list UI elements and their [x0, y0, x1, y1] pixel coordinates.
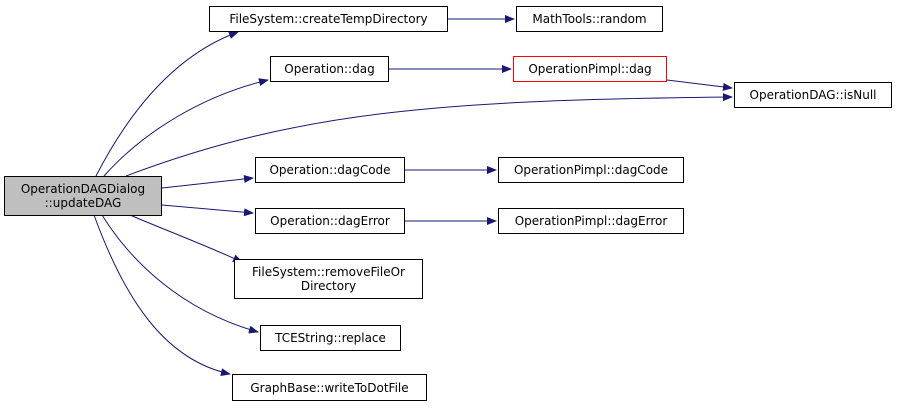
node-mathtools-random[interactable]: MathTools::random: [516, 6, 663, 32]
node-operationpimpl-dag[interactable]: OperationPimpl::dag: [513, 56, 667, 82]
node-operation-dag[interactable]: Operation::dag: [270, 56, 389, 82]
node-createTempDirectory[interactable]: FileSystem::createTempDirectory: [209, 6, 448, 32]
edge-root-to-operation-dag: [103, 78, 269, 177]
edge-root-to-replace: [101, 214, 259, 334]
node-operationpimpl-dagcode[interactable]: OperationPimpl::dagCode: [498, 157, 684, 183]
node-filesystem-removefileordirectory[interactable]: FileSystem::removeFileOr Directory: [234, 259, 423, 299]
edge-root-to-operation-dagError: [161, 204, 254, 217]
node-operation-dagcode[interactable]: Operation::dagCode: [255, 157, 405, 183]
node-tcestring-replace[interactable]: TCEString::replace: [260, 325, 401, 351]
edge-root-to-operation-dagCode: [161, 175, 254, 189]
node-graphbase-writetodotfile[interactable]: GraphBase::writeToDotFile: [232, 374, 427, 401]
node-root-updateDAG: OperationDAGDialog ::updateDAG: [4, 176, 162, 216]
node-operation-dagerror[interactable]: Operation::dagError: [255, 208, 405, 234]
node-operationpimpl-dagerror[interactable]: OperationPimpl::dagError: [498, 208, 684, 234]
node-operationdag-isnull[interactable]: OperationDAG::isNull: [734, 82, 892, 108]
edge-root-to-removeFileOrDirectory: [129, 214, 243, 263]
edge-pimpl-dag-to-isNull: [666, 79, 733, 91]
edge-root-to-writeToDotFile: [93, 214, 231, 377]
edge-root-to-isNull: [125, 93, 733, 177]
edge-root-to-createTempDirectory: [95, 31, 239, 177]
